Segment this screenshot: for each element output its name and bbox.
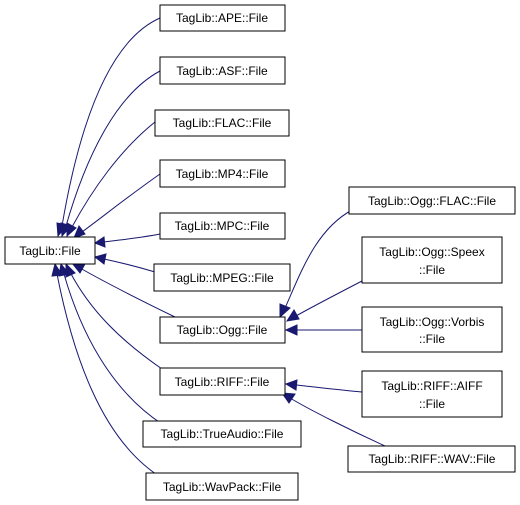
svg-text:TagLib::Ogg::Vorbis: TagLib::Ogg::Vorbis [380, 315, 485, 329]
node-ogg-file[interactable]: TagLib::Ogg::File [159, 316, 286, 344]
svg-text:TagLib::MP4::File: TagLib::MP4::File [176, 167, 269, 181]
svg-text:TagLib::Ogg::File: TagLib::Ogg::File [177, 323, 268, 337]
svg-text:TagLib::WavPack::File: TagLib::WavPack::File [163, 480, 282, 494]
edge-asf-to-file [60, 70, 161, 238]
svg-text:TagLib::MPEG::File: TagLib::MPEG::File [170, 271, 274, 285]
node-flac-file[interactable]: TagLib::FLAC::File [154, 109, 290, 137]
edge-mpeg-to-file [93, 253, 156, 273]
edge-ape-to-file [56, 17, 161, 238]
edge-riff-to-file [65, 262, 163, 370]
svg-text:TagLib::File: TagLib::File [19, 244, 81, 258]
edge-ogg-vorbis-to-ogg [284, 324, 362, 336]
svg-text:TagLib::RIFF::File: TagLib::RIFF::File [175, 375, 270, 389]
edge-mp4-to-file [73, 173, 161, 239]
edge-ogg-speex-to-ogg [285, 280, 363, 322]
svg-text:TagLib::MPC::File: TagLib::MPC::File [175, 219, 270, 233]
node-riff-aiff-file[interactable]: TagLib::RIFF::AIFF ::File [361, 370, 503, 418]
node-ape-file[interactable]: TagLib::APE::File [159, 4, 286, 32]
svg-text:TagLib::RIFF::AIFF: TagLib::RIFF::AIFF [381, 379, 482, 393]
svg-text:TagLib::FLAC::File: TagLib::FLAC::File [173, 116, 272, 130]
node-mpc-file[interactable]: TagLib::MPC::File [159, 212, 286, 240]
svg-text:TagLib::ASF::File: TagLib::ASF::File [176, 64, 268, 78]
node-ogg-flac-file[interactable]: TagLib::Ogg::FLAC::File [348, 186, 516, 215]
svg-text:TagLib::TrueAudio::File: TagLib::TrueAudio::File [161, 427, 284, 441]
node-taglib-file[interactable]: TagLib::File [4, 236, 96, 265]
node-riff-wav-file[interactable]: TagLib::RIFF::WAV::File [347, 445, 516, 473]
edge-mpc-to-file [93, 233, 161, 248]
node-mpeg-file[interactable]: TagLib::MPEG::File [153, 263, 291, 292]
svg-text:::File: ::File [419, 397, 445, 411]
node-wavpack-file[interactable]: TagLib::WavPack::File [145, 472, 299, 501]
edge-flac-to-file [66, 121, 156, 238]
node-mp4-file[interactable]: TagLib::MP4::File [159, 159, 286, 188]
svg-text:TagLib::RIFF::WAV::File: TagLib::RIFF::WAV::File [369, 452, 496, 466]
node-riff-file[interactable]: TagLib::RIFF::File [159, 367, 286, 396]
edge-riff-aiff-to-riff [284, 379, 363, 393]
edge-trueaudio-to-file [58, 262, 163, 425]
svg-text:TagLib::Ogg::FLAC::File: TagLib::Ogg::FLAC::File [368, 194, 496, 208]
edge-wavpack-to-file [51, 262, 163, 479]
node-trueaudio-file[interactable]: TagLib::TrueAudio::File [142, 420, 302, 448]
svg-text:::File: ::File [419, 332, 445, 346]
svg-text:TagLib::Ogg::Speex: TagLib::Ogg::Speex [379, 245, 484, 259]
svg-text:TagLib::APE::File: TagLib::APE::File [176, 11, 268, 25]
edge-ogg-flac-to-ogg [279, 209, 353, 319]
node-ogg-vorbis-file[interactable]: TagLib::Ogg::Vorbis ::File [361, 306, 503, 353]
node-ogg-speex-file[interactable]: TagLib::Ogg::Speex ::File [361, 236, 503, 284]
node-asf-file[interactable]: TagLib::ASF::File [159, 56, 286, 85]
svg-text:::File: ::File [419, 263, 445, 277]
